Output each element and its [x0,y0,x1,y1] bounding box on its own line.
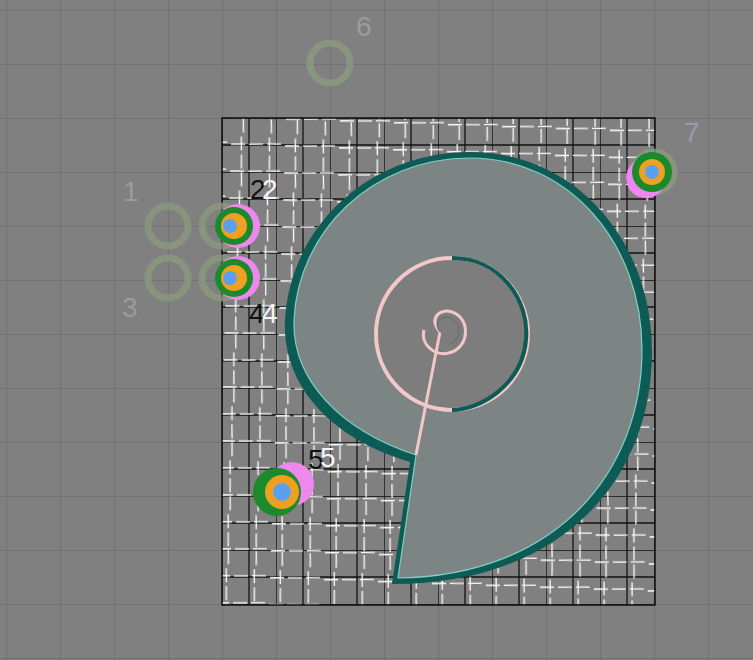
callout-number: 1 [123,178,139,206]
callout-number: 2 [262,176,278,204]
callout-number: 5 [320,444,336,472]
callout-number: 7 [684,119,700,147]
mesh-region [222,118,655,605]
callout-number: 6 [356,13,372,41]
callout-number: 4 [262,300,278,328]
active-markers [215,152,672,516]
spiral-shape [285,152,652,584]
callout-number: 3 [122,294,138,322]
